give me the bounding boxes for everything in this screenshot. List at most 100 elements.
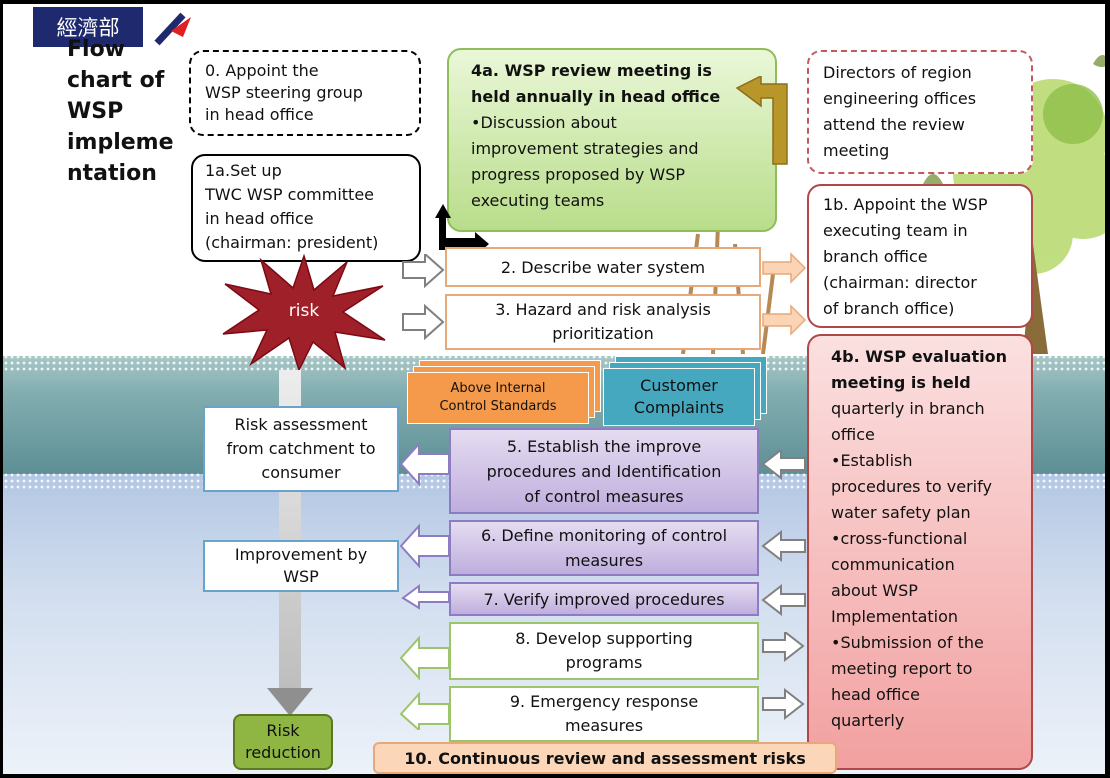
label-line: Improvement by [234, 545, 368, 564]
label-risk-assessment: Risk assessment from catchment to consum… [203, 406, 399, 492]
box-line: 1a.Set up [205, 161, 282, 180]
box-line: Implementation [831, 607, 959, 626]
step-line: 10. Continuous review and assessment ris… [404, 748, 806, 768]
title-line: impleme [67, 130, 174, 155]
step-continuous-review: 10. Continuous review and assessment ris… [373, 742, 837, 774]
label-line: WSP [283, 567, 319, 586]
step-line: 7. Verify improved procedures [483, 589, 725, 609]
box-appoint-steering-group: 0. Appoint the WSP steering group in hea… [189, 50, 421, 136]
outgoing-arrows-icon [762, 632, 805, 721]
box-line: water safety plan [831, 503, 971, 522]
elbow-arrow-icon [435, 204, 489, 256]
step-line: 5. Establish the improve [506, 436, 702, 456]
step-line: programs [565, 653, 643, 672]
risk-label: risk [271, 296, 337, 326]
card-control-standards: Above Internal Control Standards [407, 372, 589, 424]
box-line: communication [831, 555, 955, 574]
box-line: •Submission of the [831, 633, 984, 652]
box-line: about WSP [831, 581, 918, 600]
box-line: 1b. Appoint the WSP [823, 195, 988, 214]
box-line: WSP steering group [205, 83, 363, 102]
box-line: quarterly in branch [831, 399, 985, 418]
box-review-meeting: 4a. WSP review meeting is held annually … [447, 48, 777, 232]
box-line: (chairman: president) [205, 233, 379, 252]
box-line: (chairman: director [823, 273, 977, 292]
box-line: 0. Appoint the [205, 61, 319, 80]
box-line: •Discussion about [471, 113, 617, 132]
box-line: meeting is held [831, 373, 971, 392]
box-line: engineering offices [823, 89, 977, 108]
box-line: of branch office) [823, 299, 955, 318]
logo-text: 經濟部 [56, 16, 120, 40]
box-line: executing teams [471, 191, 605, 210]
orange-arrows-icon [762, 252, 807, 336]
reduction-line: Risk [266, 721, 300, 740]
box-line: quarterly [831, 711, 905, 730]
step-line: measures [564, 716, 644, 735]
step-line: 8. Develop supporting [515, 629, 693, 648]
box-line: improvement strategies and [471, 139, 699, 158]
step-line: 6. Define monitoring of control [480, 526, 728, 545]
box-evaluation-meeting: 4b. WSP evaluation meeting is held quart… [807, 334, 1033, 770]
title-line: Flow [67, 37, 126, 62]
card-line: Customer [640, 376, 718, 395]
green-left-arrows-icon [399, 635, 450, 730]
risk-text: risk [288, 301, 320, 321]
step-emergency-response: 9. Emergency response measures [449, 686, 759, 742]
step-line: prioritization [552, 324, 654, 343]
box-line: attend the review [823, 115, 965, 134]
down-arrowhead-icon [267, 688, 313, 716]
title-line: chart of [67, 68, 165, 93]
purple-left-arrows-icon [399, 441, 450, 610]
step-line: procedures and Identification [486, 461, 722, 481]
title-line: WSP [67, 99, 124, 124]
card-customer-complaints: Customer Complaints [603, 368, 755, 426]
card-line: Complaints [633, 398, 725, 417]
box-risk-reduction: Risk reduction [233, 714, 333, 770]
logo-badge: 經濟部 [33, 7, 143, 47]
step-supporting-programs: 8. Develop supporting programs [449, 622, 759, 680]
step-line: 2. Describe water system [500, 257, 706, 277]
logo-mark-icon [143, 7, 199, 47]
box-line: •Establish [831, 451, 913, 470]
label-improvement: Improvement by WSP [203, 540, 399, 592]
box-line: in head office [205, 105, 314, 124]
curved-arrow-icon [735, 76, 788, 165]
label-line: consumer [261, 463, 341, 482]
box-line: in head office [205, 209, 314, 228]
box-line: •cross-functional [831, 529, 968, 548]
card-line: Control Standards [439, 399, 557, 414]
box-line: meeting [823, 141, 890, 160]
label-line: Risk assessment [234, 415, 368, 434]
step-verify-procedures: 7. Verify improved procedures [449, 582, 759, 616]
box-line: branch office [823, 247, 928, 266]
step-establish-procedures: 5. Establish the improve procedures and … [449, 428, 759, 514]
box-line: office [831, 425, 875, 444]
box-executing-team: 1b. Appoint the WSP executing team in br… [807, 184, 1033, 328]
label-line: from catchment to [226, 439, 376, 458]
box-line: procedures to verify [831, 477, 992, 496]
box-line: meeting report to [831, 659, 973, 678]
box-line: 4b. WSP evaluation [831, 347, 1007, 366]
step-line: 3. Hazard and risk analysis [495, 300, 711, 319]
box-line: Directors of region [823, 63, 972, 82]
step-line: 9. Emergency response [509, 692, 699, 711]
box-line: head office [831, 685, 920, 704]
box-line: progress proposed by WSP [471, 165, 686, 184]
box-line: held annually in head office [471, 87, 721, 106]
box-line: TWC WSP committee [205, 185, 374, 204]
box-line: 4a. WSP review meeting is [471, 61, 712, 80]
box-line: executing team in [823, 221, 968, 240]
step-line: of control measures [524, 486, 684, 506]
card-line: Above Internal [450, 381, 546, 396]
page-title: Flow chart of WSP impleme ntation [67, 34, 197, 189]
incoming-arrows-icon [761, 450, 806, 616]
input-arrows-icon [402, 254, 445, 341]
step-hazard-analysis: 3. Hazard and risk analysis prioritizati… [445, 294, 761, 350]
box-setup-committee: 1a.Set up TWC WSP committee in head offi… [191, 154, 421, 262]
reduction-line: reduction [245, 743, 321, 762]
box-directors: Directors of region engineering offices … [807, 50, 1033, 174]
title-line: ntation [67, 161, 157, 186]
slide: 經濟部 Flow chart of WSP impleme ntation 0.… [3, 4, 1105, 774]
step-define-monitoring: 6. Define monitoring of control measures [449, 520, 759, 576]
